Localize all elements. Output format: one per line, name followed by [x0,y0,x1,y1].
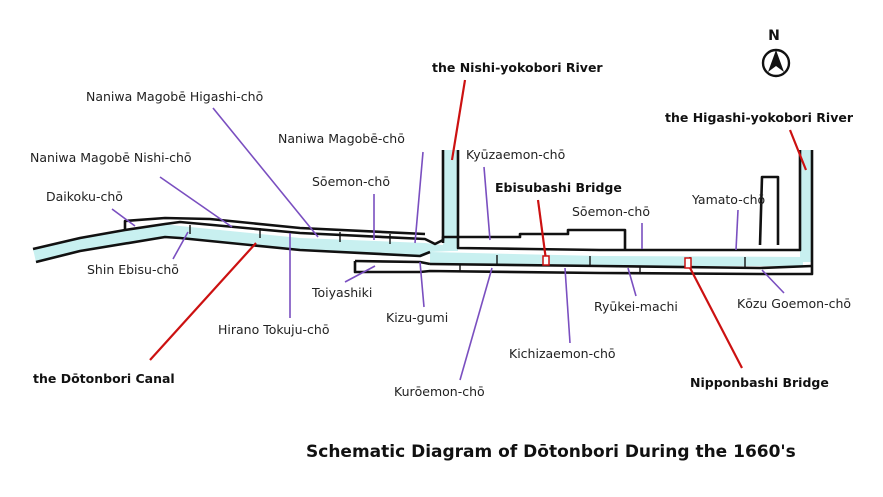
label-nipponbashi-bridge: Nipponbashi Bridge [690,375,829,390]
canal-east-water [430,252,803,266]
label-naniwa-magobe: Naniwa Magobē-chō [278,131,405,146]
leader-yamato [735,209,739,251]
label-toiyashiki: Toiyashiki [311,285,372,300]
ebisubashi-bridge-marker [542,255,550,266]
compass-north-letter: N [768,28,780,44]
nishi-yokobori-water [443,150,458,251]
label-kyuzaemon: Kyūzaemon-chō [466,147,565,162]
leader-daikoku [111,208,136,227]
leader-toiyashiki [344,265,376,283]
label-kichizaemon: Kichizaemon-chō [509,346,616,361]
nipponbashi-bridge-marker [684,257,692,269]
label-soemon-south: Sōemon-chō [572,204,650,219]
label-yamato: Yamato-chō [691,192,765,207]
figure-title: Schematic Diagram of Dōtonbori During th… [306,442,796,462]
leader-kyuzaemon [483,166,491,241]
label-naniwa-nishi: Naniwa Magobē Nishi-chō [30,150,192,165]
label-hirano: Hirano Tokuju-chō [218,322,330,337]
label-ryukei: Ryūkei-machi [594,299,678,314]
label-kozu: Kōzu Goemon-chō [737,296,851,311]
label-shin-ebisu: Shin Ebisu-chō [87,262,179,277]
leader-kozu [761,269,785,294]
purple-leader-lines [111,107,785,381]
leader-nipponbashi [687,263,743,369]
label-nishi-yokobori-river: the Nishi-yokobori River [432,60,603,75]
leader-nishi-yokobori [450,79,467,161]
label-dotonbori-canal: the Dōtonbori Canal [33,371,175,386]
canal-outlines [32,150,814,276]
leader-naniwa-nishi [159,176,233,228]
label-daikoku: Daikoku-chō [46,189,123,204]
leader-naniwa-magobe [414,151,424,244]
higashi-yokobori-water [800,150,812,262]
leader-ryukei [627,267,637,297]
label-naniwa-higashi: Naniwa Magobē Higashi-chō [86,89,263,104]
leader-higashi-yokobori [788,129,808,171]
label-kuroemon: Kurōemon-chō [394,384,485,399]
leader-naniwa-higashi [212,107,319,238]
leader-kizu-gumi [419,261,425,308]
label-ebisubashi-bridge: Ebisubashi Bridge [495,180,622,195]
compass: N [761,28,791,78]
label-kizu-gumi: Kizu-gumi [386,310,448,325]
label-soemon-north: Sōemon-chō [312,174,390,189]
label-higashi-yokobori-river: the Higashi-yokobori River [665,110,854,125]
north-arrow-head-icon [768,50,784,72]
red-leader-lines [149,79,808,369]
canal-water [33,150,812,266]
place-labels: Daikoku-chō Naniwa Magobē Nishi-chō Nani… [30,60,854,399]
leader-ebisubashi [536,199,548,261]
leader-dotonbori-canal [149,242,257,361]
leader-kichizaemon [564,267,571,344]
leader-shin-ebisu [172,231,189,260]
leader-kuroemon [459,267,493,381]
bridge-markers [542,255,692,269]
